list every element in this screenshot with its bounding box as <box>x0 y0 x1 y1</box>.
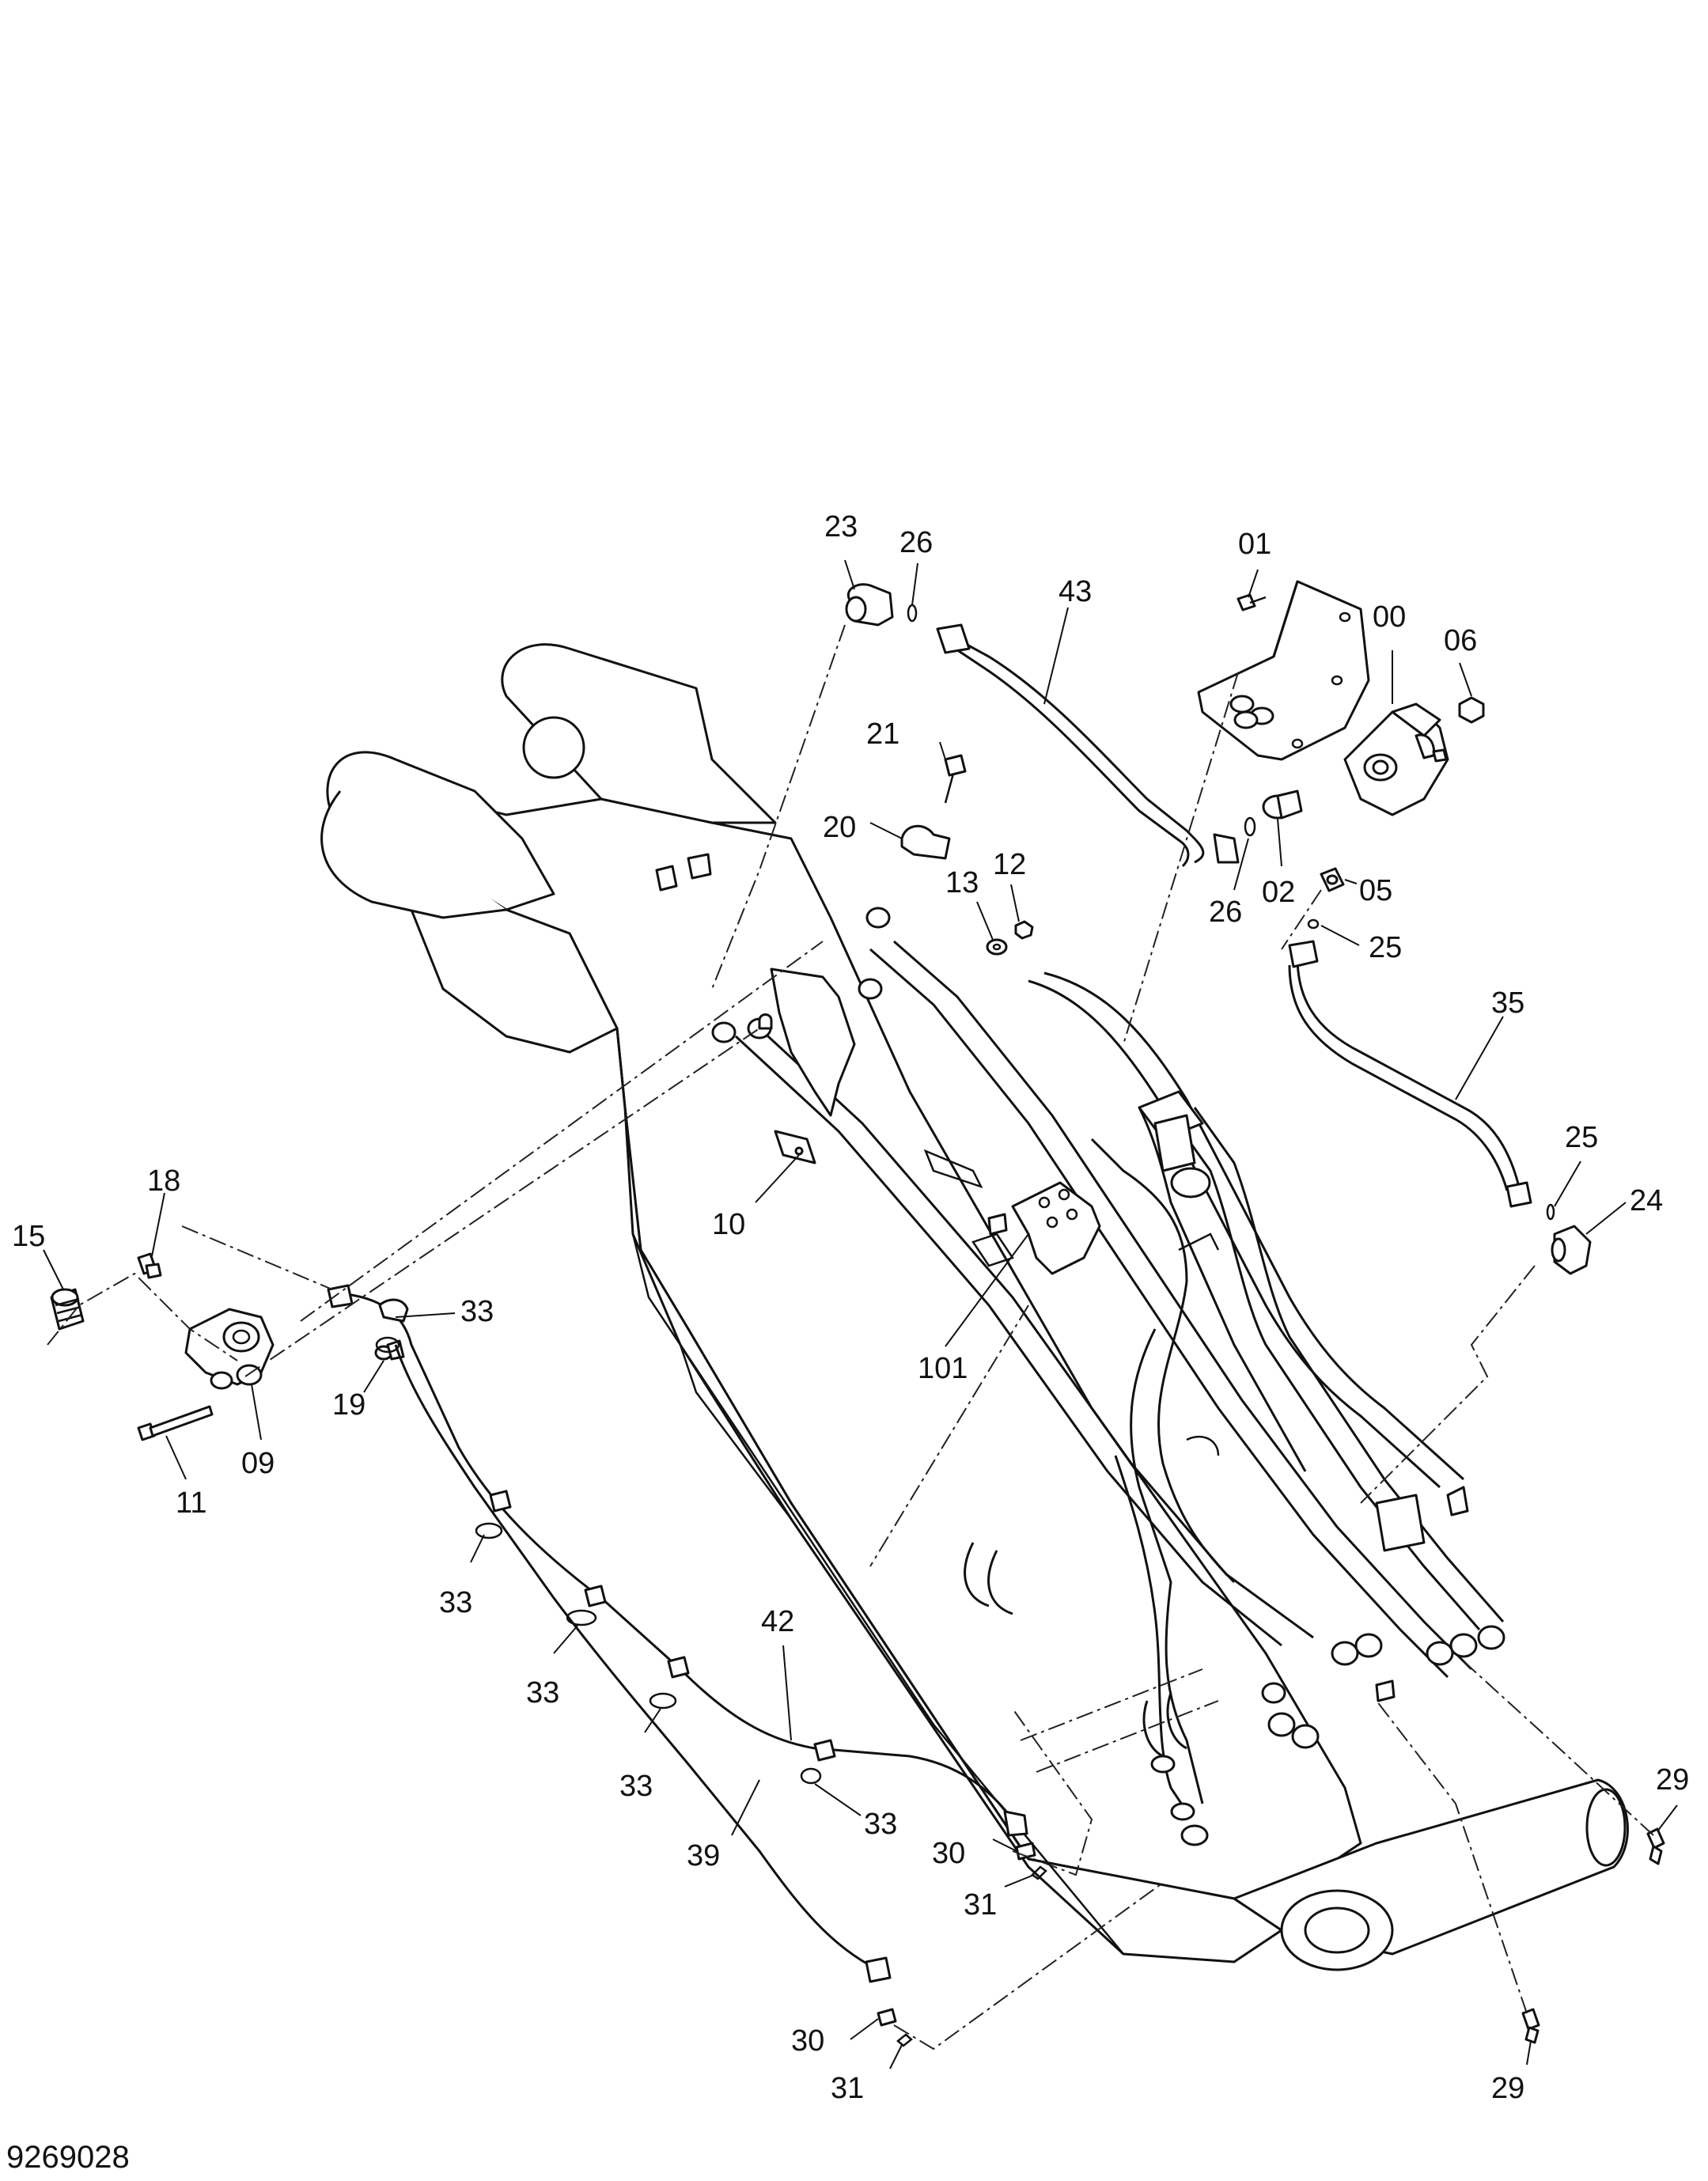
callout-25-right: 25 <box>1565 1121 1598 1154</box>
callout-23: 23 <box>824 510 858 543</box>
callout-101: 101 <box>918 1352 968 1385</box>
grease-fitting-15 <box>50 1288 85 1331</box>
callout-33-b: 33 <box>439 1586 472 1619</box>
leader-lines <box>43 559 1678 2069</box>
callout-43: 43 <box>1059 575 1092 608</box>
hose-39 <box>394 1344 892 1983</box>
fitting-05 <box>1320 867 1345 892</box>
block-09 <box>184 1308 275 1390</box>
assembly-lines <box>47 624 1654 2050</box>
drawing-number: 9269028 <box>6 2140 130 2175</box>
o-ring-25a <box>1307 918 1320 930</box>
callout-09: 09 <box>241 1447 275 1480</box>
callout-20: 20 <box>823 811 856 844</box>
callout-15: 15 <box>12 1220 45 1253</box>
bolt-01 <box>1237 593 1267 612</box>
fittings-30 <box>877 1842 1036 2027</box>
hose-43 <box>936 623 1240 868</box>
nut-12 <box>1014 920 1034 940</box>
callout-29-right: 29 <box>1656 1763 1689 1797</box>
elbow-24 <box>1551 1225 1592 1275</box>
washer-13 <box>986 938 1008 956</box>
callout-24: 24 <box>1630 1184 1663 1217</box>
boom-structure <box>320 643 1629 1971</box>
callout-30-lower: 30 <box>791 2024 824 2058</box>
elbow-23 <box>845 583 894 627</box>
fitting-18 <box>137 1252 162 1279</box>
callout-31-upper: 31 <box>964 1888 997 1922</box>
callout-labels: 23 26 43 01 00 06 21 20 13 12 02 26 05 2… <box>12 510 1689 2105</box>
hose-35 <box>1288 940 1532 1208</box>
callout-00: 00 <box>1373 600 1406 634</box>
nut-06 <box>1458 696 1485 724</box>
bolt-21 <box>944 754 967 804</box>
callout-10: 10 <box>712 1208 745 1241</box>
callout-11: 11 <box>176 1486 206 1520</box>
callout-06: 06 <box>1444 624 1477 657</box>
callout-26-lower: 26 <box>1209 895 1242 929</box>
boom-hose-bundle <box>711 907 1505 1846</box>
end-fittings <box>1261 1625 1505 1749</box>
callout-30-upper: 30 <box>932 1837 965 1870</box>
callout-21: 21 <box>866 718 899 751</box>
callout-26-top: 26 <box>899 526 933 559</box>
callout-19: 19 <box>332 1388 365 1422</box>
mounting-bracket-01 <box>1197 580 1370 761</box>
valve-00 <box>1343 702 1449 816</box>
callout-35: 35 <box>1491 986 1524 1020</box>
callout-42: 42 <box>761 1605 794 1638</box>
callout-33-e: 33 <box>864 1808 897 1841</box>
callout-33-a: 33 <box>460 1295 494 1328</box>
hose-clamps-33 <box>375 1298 836 1785</box>
callout-12: 12 <box>993 848 1026 881</box>
callout-31-lower: 31 <box>831 2072 864 2105</box>
o-ring-26b <box>1244 816 1256 837</box>
callout-33-c: 33 <box>526 1676 559 1710</box>
callout-39: 39 <box>687 1839 720 1872</box>
callout-13: 13 <box>945 866 979 899</box>
o-ring-25b <box>1546 1203 1555 1221</box>
bracket-10 <box>758 967 856 1164</box>
callout-01: 01 <box>1238 528 1271 561</box>
bracket-101 <box>1011 1181 1101 1275</box>
fitting-02 <box>1262 789 1303 820</box>
callout-29-bottom: 29 <box>1491 2072 1524 2105</box>
callout-05: 05 <box>1359 874 1392 907</box>
callout-18: 18 <box>147 1164 180 1198</box>
bolt-11 <box>137 1405 214 1441</box>
clamp-20 <box>900 824 951 860</box>
callout-33-d: 33 <box>619 1770 653 1803</box>
seals-31 <box>896 1865 1047 2047</box>
callout-02: 02 <box>1262 876 1295 909</box>
callout-25-top: 25 <box>1369 931 1402 964</box>
o-ring-26a <box>907 604 918 623</box>
